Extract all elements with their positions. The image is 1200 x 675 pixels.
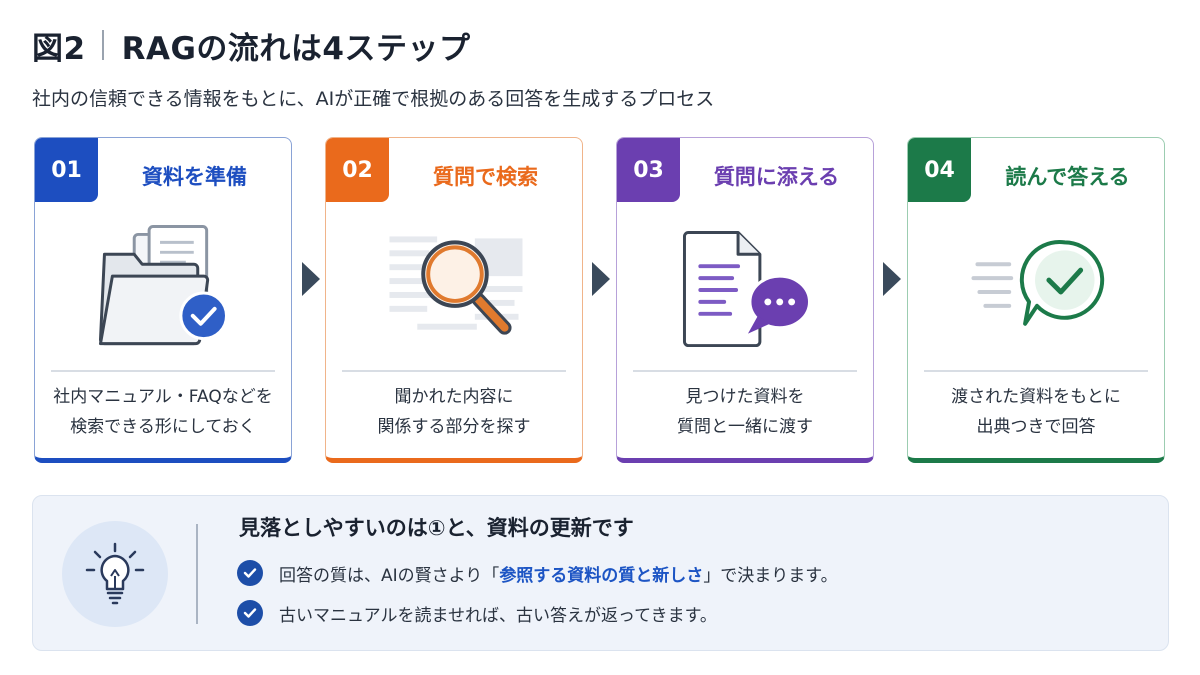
step-number-badge: 03: [617, 138, 680, 202]
title-divider: [101, 30, 104, 60]
card-divider: [51, 370, 275, 372]
step-number-badge: 01: [35, 138, 98, 202]
point-text-after: 」で決まります。: [703, 565, 838, 586]
step-card-3: 03 質問に添える 見つけた資料を 質問と一緒に渡す: [616, 137, 874, 463]
point-text-before: 回答の質は、AIの賢さより「: [279, 565, 500, 586]
desc-line: 検索できる形にしておく: [70, 417, 256, 437]
step-card-1: 01 資料を準備 社内マニュアル・FAQなどを 検索できる形にしておく: [34, 137, 292, 463]
step-number-badge: 02: [326, 138, 389, 202]
desc-line: 関係する部分を探す: [377, 417, 531, 437]
step-card-4: 04 読んで答える 渡された資料をもとに 出典つきで回答: [907, 137, 1165, 463]
note-title: 見落としやすいのは①と、資料の更新です: [239, 516, 634, 540]
card-divider: [342, 370, 566, 372]
page-subtitle: 社内の信頼できる情報をもとに、AIが正確で根拠のある回答を生成するプロセス: [32, 88, 715, 110]
step-description: 渡された資料をもとに 出典つきで回答: [916, 382, 1156, 442]
note-point-2: 古いマニュアルを読ませれば、古い答えが返ってきます。: [237, 600, 717, 626]
step-description: 社内マニュアル・FAQなどを 検索できる形にしておく: [43, 382, 283, 442]
note-divider: [196, 524, 198, 624]
desc-line: 質問と一緒に渡す: [677, 417, 813, 437]
lightbulb-icon: [62, 521, 168, 627]
desc-line: 見つけた資料を: [685, 387, 805, 407]
document-chat-icon: [617, 216, 873, 366]
step-number-badge: 04: [908, 138, 971, 202]
figure-label: 図2: [32, 30, 86, 67]
magnifier-icon: [326, 216, 582, 366]
arrow-right-icon: [592, 262, 610, 296]
desc-line: 出典つきで回答: [976, 417, 1096, 437]
note-point-1: 回答の質は、AIの賢さより「参照する資料の質と新しさ」で決まります。: [237, 560, 838, 586]
point-highlight: 参照する資料の質と新しさ: [499, 565, 704, 586]
desc-line: 聞かれた内容に: [394, 387, 514, 407]
answer-check-icon: [908, 216, 1164, 366]
step-card-2: 02 質問で検索 聞かれた内容に 関係する部分を探す: [325, 137, 583, 463]
step-title: 質問で検索: [433, 165, 538, 189]
check-icon: [237, 560, 263, 586]
step-description: 見つけた資料を 質問と一緒に渡す: [625, 382, 865, 442]
step-title: 質問に添える: [713, 165, 840, 189]
arrow-right-icon: [883, 262, 901, 296]
page-title: 図2 RAGの流れは4ステップ: [32, 24, 471, 67]
card-divider: [633, 370, 857, 372]
check-icon: [237, 600, 263, 626]
arrow-right-icon: [302, 262, 320, 296]
step-description: 聞かれた内容に 関係する部分を探す: [334, 382, 574, 442]
desc-line: 渡された資料をもとに: [951, 387, 1121, 407]
desc-line: 社内マニュアル・FAQなどを: [53, 387, 273, 407]
folder-check-icon: [35, 216, 291, 366]
card-divider: [924, 370, 1148, 372]
note-box: 見落としやすいのは①と、資料の更新です 回答の質は、AIの賢さより「参照する資料…: [32, 495, 1169, 651]
step-title: 読んで答える: [1005, 165, 1130, 189]
point-text: 古いマニュアルを読ませれば、古い答えが返ってきます。: [279, 605, 717, 626]
title-text: RAGの流れは4ステップ: [121, 30, 471, 67]
step-title: 資料を準備: [142, 165, 247, 189]
